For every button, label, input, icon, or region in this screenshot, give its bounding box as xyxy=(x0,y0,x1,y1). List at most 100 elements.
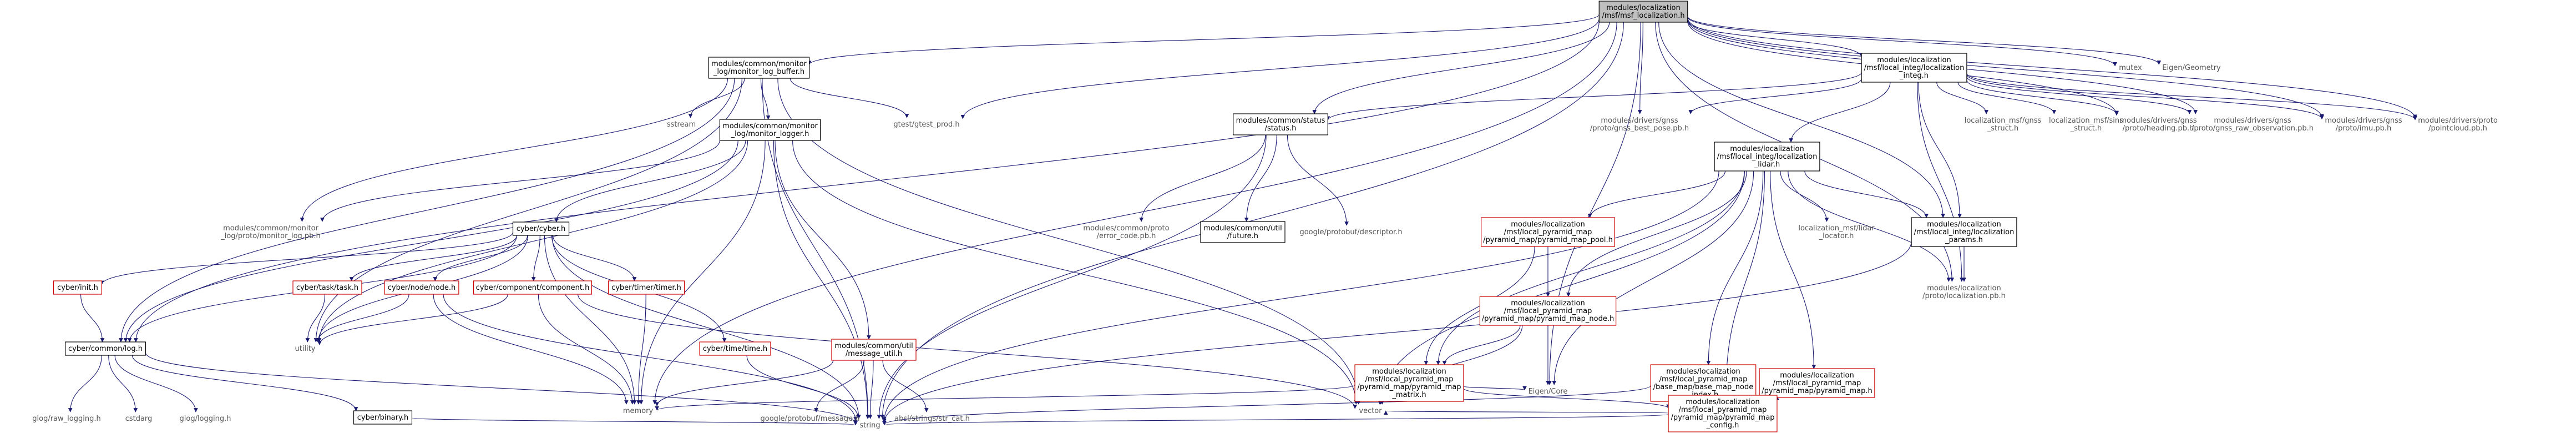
node-box xyxy=(831,339,917,361)
node-localization-params[interactable]: modules/localization/msf/local_integ/loc… xyxy=(1911,217,2017,247)
node-cyber-task[interactable]: cyber/task/task.h xyxy=(292,280,362,295)
node-label: /msf/local_pyramid_map xyxy=(1504,228,1592,236)
node-label: sstream xyxy=(667,120,696,129)
node-imu-pb[interactable]: modules/drivers/gnss/proto/imu.pb.h xyxy=(2322,114,2405,135)
node-label: /error_code.pb.h xyxy=(1097,232,1156,240)
node-error-code-pb[interactable]: modules/common/proto/error_code.pb.h xyxy=(1080,221,1172,243)
edge-monitor-logger-to-monitor-log-pb xyxy=(320,140,720,222)
node-label: /msf/local_integ/localization xyxy=(1864,64,1965,72)
node-pyramid-map-pool[interactable]: modules/localization/msf/local_pyramid_m… xyxy=(1481,217,1615,247)
edge-localization-integ-lidar-to-pyramid-map-config xyxy=(1723,170,1765,396)
node-msf-sins-struct[interactable]: localization_msf/sins_struct.h xyxy=(2046,114,2127,135)
node-heading-pb[interactable]: modules/drivers/gnss/proto/heading.pb.h xyxy=(2117,114,2200,135)
node-localization-integ-lidar[interactable]: modules/localization/msf/local_integ/loc… xyxy=(1714,142,1820,172)
node-mutex[interactable]: mutex xyxy=(2115,61,2146,74)
node-label: /base_map/base_map_node xyxy=(1653,383,1753,391)
node-label: cstdarg xyxy=(125,415,153,423)
edge-local-integ-localization-to-msf-sins-struct xyxy=(1957,82,2057,114)
node-cyber-timer[interactable]: cyber/timer/timer.h xyxy=(608,280,685,295)
node-message-util[interactable]: modules/common/util/message_util.h xyxy=(831,339,917,361)
node-label: google/protobuf/message.h xyxy=(761,415,860,423)
node-label: _log/monitor_log_buffer.h xyxy=(713,68,804,76)
node-cyber-node[interactable]: cyber/node/node.h xyxy=(384,280,459,295)
edge-cyber-node-to-utility xyxy=(316,294,409,343)
edge-local-integ-localization-to-gnss-best-pose xyxy=(1688,78,1862,114)
node-str-cat[interactable]: absl/strings/str_cat.h xyxy=(892,412,973,425)
edge-monitor-logger-to-cyber-log xyxy=(123,140,738,343)
node-local-integ-localization[interactable]: modules/localization/msf/local_integ/loc… xyxy=(1861,53,1967,83)
node-label: /msf/local_pyramid_map xyxy=(1773,379,1861,387)
edge-local-integ-localization-to-pointcloud-pb xyxy=(1966,73,2417,120)
node-cyber-time[interactable]: cyber/time/time.h xyxy=(699,341,771,356)
node-label: modules/drivers/gnss xyxy=(2119,117,2197,125)
edge-message-util-to-google-message xyxy=(814,360,864,412)
node-gnss-best-pose[interactable]: modules/drivers/gnss/proto/gnss_best_pos… xyxy=(1587,114,1691,135)
edge-cyber-cyber-to-memory xyxy=(544,235,637,405)
node-gtest-prod[interactable]: gtest/gtest_prod.h xyxy=(890,118,963,131)
node-pyramid-map-node[interactable]: modules/localization/msf/local_pyramid_m… xyxy=(1479,296,1617,326)
edge-root-to-eigen-core xyxy=(1547,22,1641,385)
node-cyber-init[interactable]: cyber/init.h xyxy=(53,280,103,295)
node-glog-logging[interactable]: glog/logging.h xyxy=(176,412,234,425)
node-label: localization_msf/sins xyxy=(2049,117,2123,125)
edge-localization-integ-lidar-to-string xyxy=(882,170,1719,421)
edge-monitor-logger-to-cyber-cyber xyxy=(554,140,746,223)
edge-pyramid-map-matrix-to-eigen-core xyxy=(1463,386,1527,391)
node-eigen-geometry[interactable]: Eigen/Geometry xyxy=(2159,61,2224,74)
node-cyber-binary[interactable]: cyber/binary.h xyxy=(353,410,413,425)
edge-cyber-log-to-cyber-binary xyxy=(131,355,358,411)
node-label: google/protobuf/descriptor.h xyxy=(1299,228,1402,236)
node-label: /message_util.h xyxy=(846,350,902,358)
node-msf-gnss-struct[interactable]: localization_msf/gnss_struct.h xyxy=(1961,114,2044,135)
node-box xyxy=(608,280,685,295)
edge-root-to-imu-pb xyxy=(1687,18,2324,119)
edge-layer xyxy=(68,14,2417,426)
node-memory[interactable]: memory xyxy=(619,404,657,417)
node-utility[interactable]: utility xyxy=(291,342,320,355)
node-root[interactable]: modules/localization/msf/msf_localizatio… xyxy=(1598,1,1688,23)
node-monitor-logger[interactable]: modules/common/monitor_log/monitor_logge… xyxy=(719,119,821,141)
node-monitor-log-buffer[interactable]: modules/common/monitor_log/monitor_log_b… xyxy=(708,57,810,79)
node-pyramid-map-config[interactable]: modules/localization/msf/local_pyramid_m… xyxy=(1668,395,1778,432)
node-box xyxy=(719,119,821,141)
edge-local-integ-localization-to-heading-pb xyxy=(1966,79,2119,115)
node-cyber-log[interactable]: cyber/common/log.h xyxy=(64,341,146,356)
node-label: modules/localization xyxy=(1877,56,1951,64)
node-cyber-cyber[interactable]: cyber/cyber.h xyxy=(512,221,570,236)
node-localization-pb[interactable]: modules/localization/proto/localization.… xyxy=(1920,281,2008,303)
edge-root-to-cyber-log xyxy=(134,21,1600,343)
edge-message-util-to-string xyxy=(868,360,874,419)
edge-monitor-log-buffer-to-cyber-log xyxy=(119,78,735,343)
node-label: /pyramid_map/pyramid_map_pool.h xyxy=(1483,236,1613,244)
node-label: /pyramid_map/pyramid_map.h xyxy=(1762,387,1872,395)
node-label: /proto/localization.pb.h xyxy=(1922,292,2006,300)
node-label: localization_msf/gnss xyxy=(1965,117,2042,125)
node-descriptor-h[interactable]: google/protobuf/descriptor.h xyxy=(1297,225,1405,239)
node-label: modules/common/monitor xyxy=(722,122,818,130)
node-label: cyber/task/task.h xyxy=(296,284,358,292)
node-string[interactable]: string xyxy=(856,419,884,432)
node-google-message[interactable]: google/protobuf/message.h xyxy=(758,412,862,425)
node-gnss-raw-observation[interactable]: modules/drivers/gnss/proto/gnss_raw_obse… xyxy=(2189,114,2315,135)
node-label: cyber/binary.h xyxy=(357,414,408,422)
node-pointcloud-pb[interactable]: modules/drivers/proto/pointcloud.pb.h xyxy=(2415,114,2501,135)
edge-cyber-cyber-to-cyber-timer xyxy=(552,235,637,281)
node-label: /msf/local_integ/localization xyxy=(1914,228,2015,236)
node-future-h[interactable]: modules/common/util/future.h xyxy=(1200,221,1286,243)
node-sstream[interactable]: sstream xyxy=(663,118,700,131)
node-label: memory xyxy=(623,407,654,415)
node-glog-raw-logging[interactable]: glog/raw_logging.h xyxy=(29,412,104,425)
edge-cyber-cyber-to-string xyxy=(551,235,861,419)
node-cyber-component[interactable]: cyber/component/component.h xyxy=(473,280,592,295)
node-pyramid-map-h[interactable]: modules/localization/msf/local_pyramid_m… xyxy=(1759,368,1875,398)
node-vector[interactable]: vector xyxy=(1355,404,1386,417)
node-lidar-locator[interactable]: localization_msf/lidar_locator.h xyxy=(1795,221,1877,243)
node-pyramid-map-matrix[interactable]: modules/localization/msf/local_pyramid_m… xyxy=(1354,364,1464,402)
node-status-h[interactable]: modules/common/status/status.h xyxy=(1233,113,1328,135)
node-eigen-core[interactable]: Eigen/Core xyxy=(1525,385,1571,398)
node-label: cyber/component/component.h xyxy=(476,284,590,292)
node-cstdarg[interactable]: cstdarg xyxy=(122,412,156,425)
edge-root-to-gnss-best-pose xyxy=(1637,22,1643,114)
edge-cyber-component-to-utility xyxy=(317,294,508,345)
node-monitor-log-pb[interactable]: modules/common/monitor_log/proto/monitor… xyxy=(219,221,323,243)
